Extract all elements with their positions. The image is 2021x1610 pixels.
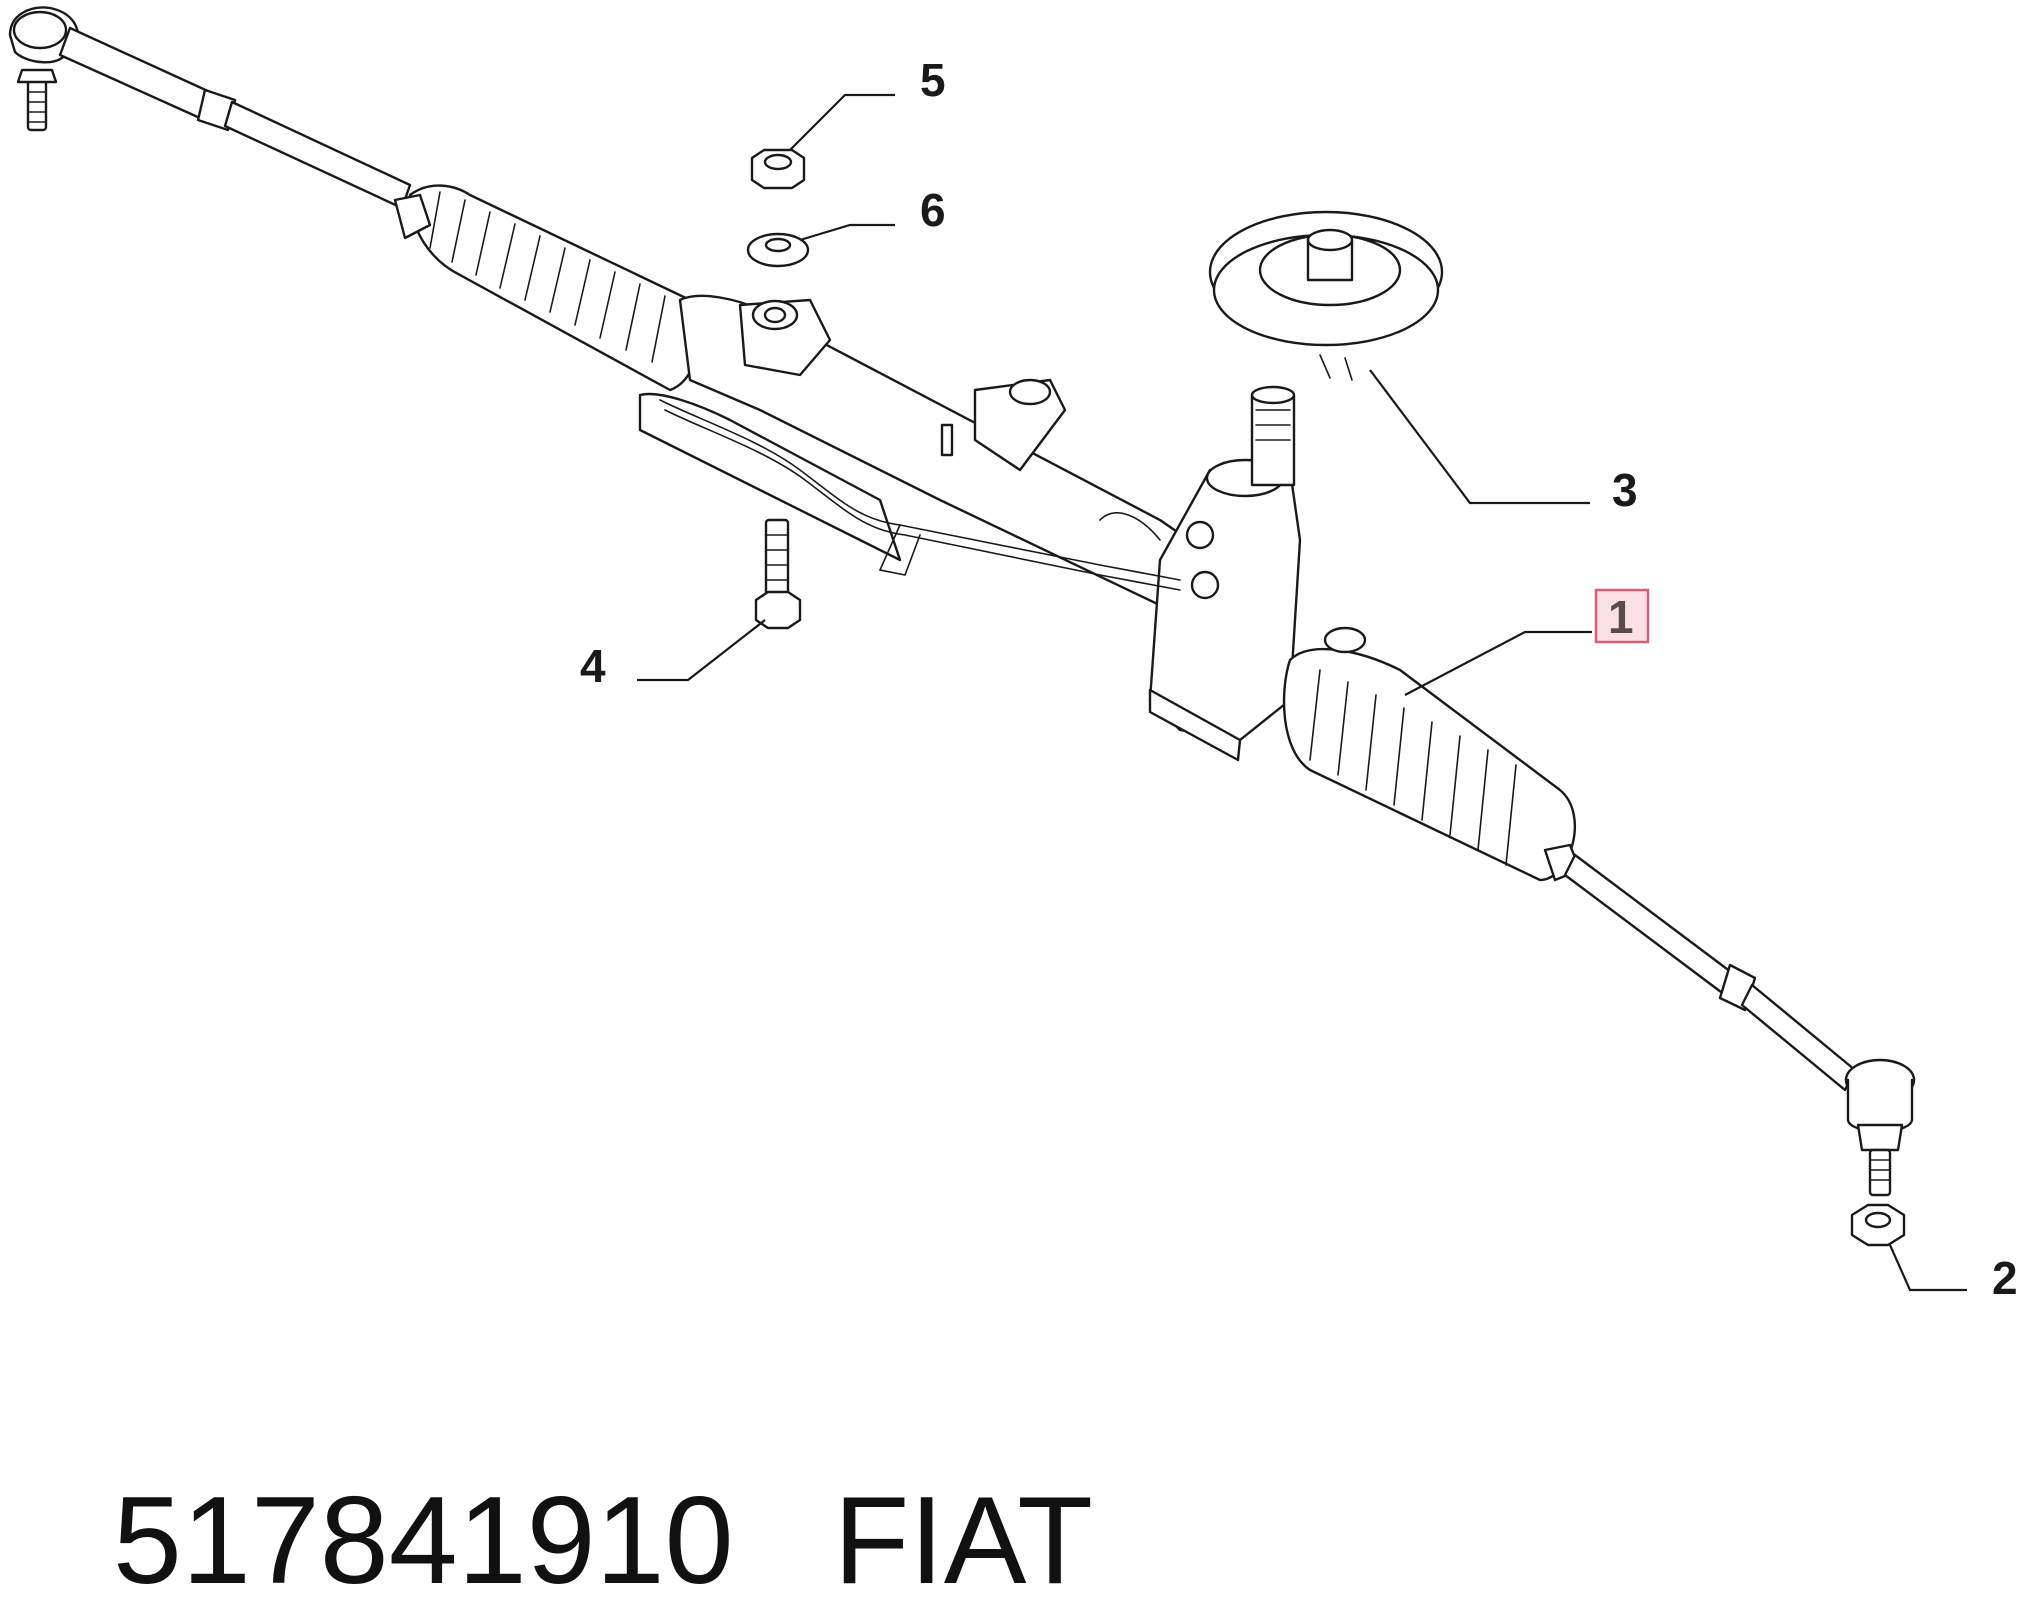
leader-4 (637, 619, 766, 682)
left-tie-rod (196, 88, 412, 210)
callout-2[interactable]: 2 (1992, 1252, 2018, 1304)
leader-lines (637, 93, 1967, 1292)
brand-name: FIAT (833, 1472, 1094, 1610)
callout-labels: 5 6 3 1 4 2 (580, 54, 2018, 1304)
callout-1-highlight (1594, 588, 1650, 644)
steering-rack-diagram: 5 6 3 1 4 2 (8, 6, 2018, 1304)
leader-6 (799, 223, 895, 242)
grommet-part-3 (1208, 210, 1444, 381)
callout-6[interactable]: 6 (920, 184, 946, 236)
rack-housing (638, 294, 1292, 662)
nut-part-2 (1850, 1203, 1906, 1247)
left-bellows-boot (393, 184, 702, 392)
bolt-part-4 (754, 518, 802, 630)
left-tie-rod-end (8, 6, 212, 132)
washer-part-6 (746, 232, 810, 268)
callout-3[interactable]: 3 (1612, 464, 1638, 516)
right-tie-rod-end (1844, 1058, 1916, 1197)
callout-5[interactable]: 5 (920, 54, 946, 106)
nut-part-5 (750, 148, 806, 190)
right-tie-rod (1563, 853, 1857, 1092)
right-bellows-boot (1282, 626, 1582, 882)
part-number: 517841910 (112, 1472, 734, 1610)
leader-1 (1404, 630, 1592, 696)
callout-4[interactable]: 4 (580, 640, 606, 692)
leader-3 (1369, 369, 1590, 505)
callout-1[interactable]: 1 (1608, 591, 1634, 643)
pinion-valve-housing (1148, 385, 1302, 762)
hydraulic-lines (659, 399, 1181, 591)
leader-2 (1888, 1244, 1967, 1292)
leader-5 (789, 93, 895, 151)
